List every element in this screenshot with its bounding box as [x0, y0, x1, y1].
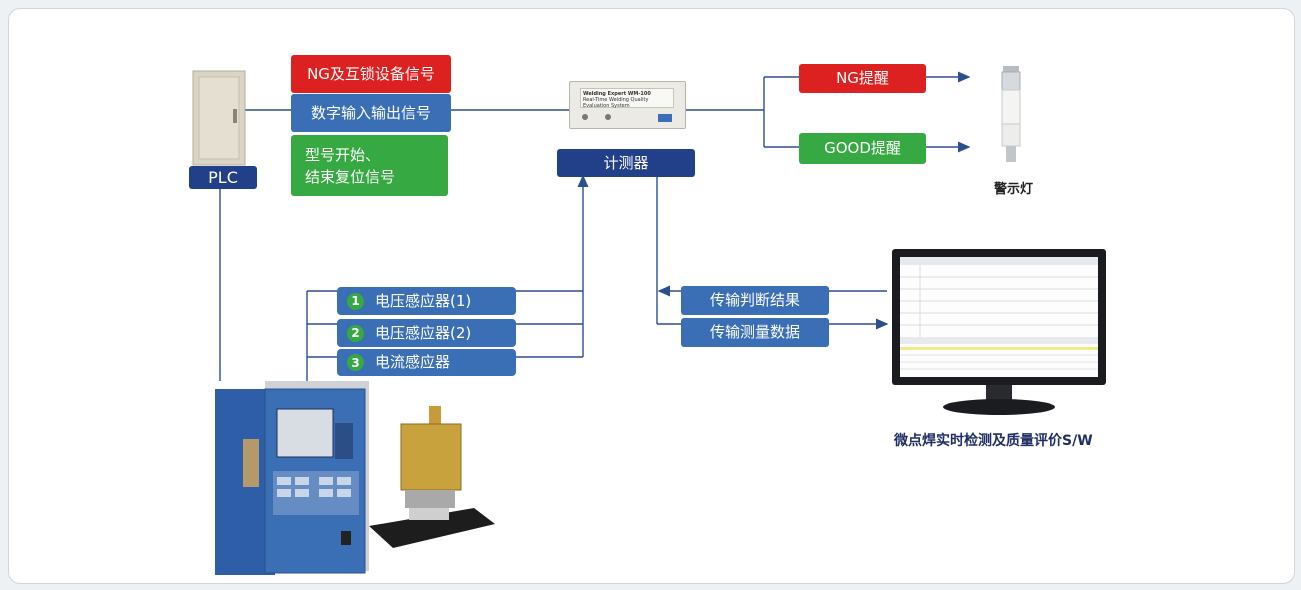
digital-io-signal-box: 数字输入输出信号	[291, 94, 451, 132]
voltage-sensor-1: 1 电压感应器(1)	[337, 287, 516, 315]
voltage-sensor-2: 2 电压感应器(2)	[337, 319, 516, 347]
welding-controller-image	[215, 381, 369, 575]
connector-lines	[219, 71, 971, 381]
voltage-sensor-2-label: 电压感应器(2)	[375, 323, 472, 342]
current-sensor-label: 电流感应器	[375, 353, 451, 371]
meter-device-subtitle: Real-Time Welding Quality Evaluation Sys…	[583, 97, 649, 109]
sensor-number-1: 1	[347, 292, 364, 310]
plc-label: PLC	[189, 166, 257, 189]
meter-device-title: Welding Expert WM-100	[583, 91, 651, 97]
good-alert-box: GOOD提醒	[799, 133, 926, 164]
warning-light-caption: 警示灯	[994, 182, 1034, 197]
meter-device-image: Welding Expert WM-100 Real-Time Welding …	[569, 81, 686, 129]
end-reset-line: 结束复位信号	[305, 167, 396, 186]
model-start-line: 型号开始、	[305, 145, 381, 164]
model-start-end-signal-box: 型号开始、 结束复位信号	[291, 135, 448, 196]
sensor-number-3: 3	[347, 354, 364, 371]
software-caption: 微点焊实时检测及质量评价S/W	[894, 433, 1093, 449]
monitor-image	[892, 249, 1106, 415]
ng-alert-box: NG提醒	[799, 64, 926, 93]
current-sensor: 3 电流感应器	[337, 349, 516, 376]
welding-head-image	[369, 406, 495, 548]
plc-cabinet-image	[192, 70, 246, 166]
system-diagram: PLC NG及互锁设备信号 数字输入输出信号 型号开始、 结束复位信号 Weld…	[8, 8, 1295, 584]
ng-interlock-signal-box: NG及互锁设备信号	[291, 55, 451, 93]
sensor-number-2: 2	[347, 324, 364, 342]
meter-label: 计测器	[557, 149, 695, 177]
transfer-judgement-box: 传输判断结果	[681, 286, 829, 315]
voltage-sensor-1-label: 电压感应器(1)	[375, 291, 472, 310]
transfer-measurement-box: 传输测量数据	[681, 318, 829, 347]
warning-light-image	[1001, 66, 1021, 162]
